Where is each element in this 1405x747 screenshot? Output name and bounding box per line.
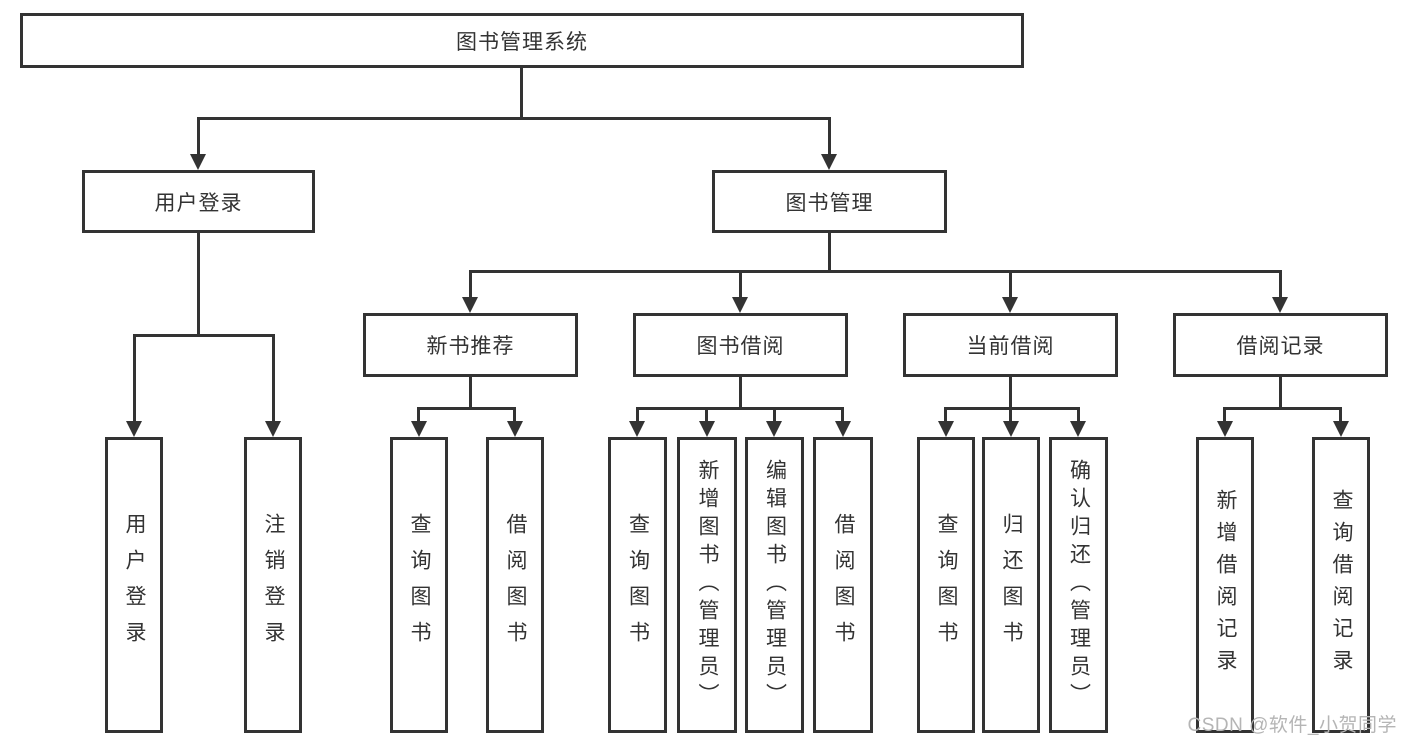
leaf-record-add-borrow-record-label: 新增借阅记录	[1214, 489, 1237, 681]
arrowhead-down-icon	[265, 421, 281, 437]
leaf-current-return-books: 归还图书	[982, 437, 1040, 733]
node-book-borrow: 图书借阅	[633, 313, 848, 377]
arrowhead-down-icon	[462, 297, 478, 313]
node-book-borrow-label: 图书借阅	[696, 335, 785, 358]
connector-user-login-drop-1	[133, 337, 136, 423]
leaf-borrow-edit-books-admin: 编辑图书（管理员）	[745, 437, 804, 733]
leaf-borrow-query-books-label: 查询图书	[626, 513, 650, 657]
leaf-borrow-add-books-admin-label: 新增图书（管理员）	[696, 459, 719, 711]
arrowhead-down-icon	[1272, 297, 1288, 313]
connector-new-book-stem	[469, 377, 472, 410]
connector-current-borrow-drop-2	[1009, 410, 1012, 423]
connector-book-mgmt-drop-3	[1009, 273, 1012, 299]
arrowhead-down-icon	[1070, 421, 1086, 437]
node-borrow-record: 借阅记录	[1173, 313, 1388, 377]
connector-root-drop-left	[197, 120, 200, 156]
connector-borrow-record-stem	[1279, 377, 1282, 410]
leaf-current-confirm-return-admin-label: 确认归还（管理员）	[1067, 459, 1091, 711]
connector-book-mgmt-branch	[469, 270, 1282, 273]
connector-book-mgmt-drop-1	[469, 273, 472, 299]
arrowhead-down-icon	[1003, 421, 1019, 437]
connector-root-drop-right	[828, 120, 831, 156]
arrowhead-down-icon	[190, 154, 206, 170]
leaf-logout-label: 注销登录	[262, 513, 285, 657]
connector-current-borrow-branch	[944, 407, 1080, 410]
connector-book-borrow-stem	[739, 377, 742, 410]
leaf-current-query-books-label: 查询图书	[935, 513, 958, 657]
leaf-record-add-borrow-record: 新增借阅记录	[1196, 437, 1254, 733]
connector-book-borrow-drop-4	[841, 410, 844, 423]
node-user-login-label: 用户登录	[154, 191, 243, 215]
node-root: 图书管理系统	[20, 13, 1024, 68]
leaf-record-query-borrow-record: 查询借阅记录	[1312, 437, 1370, 733]
connector-new-book-drop-2	[513, 410, 516, 423]
node-borrow-record-label: 借阅记录	[1236, 335, 1325, 358]
arrowhead-down-icon	[1002, 297, 1018, 313]
arrowhead-down-icon	[835, 421, 851, 437]
arrowhead-down-icon	[821, 154, 837, 170]
connector-user-login-drop-2	[272, 337, 275, 423]
connector-borrow-record-drop-2	[1339, 410, 1342, 423]
leaf-logout: 注销登录	[244, 437, 302, 733]
connector-new-book-branch	[417, 407, 516, 410]
csdn-watermark: CSDN @软件_小贺同学	[1187, 715, 1397, 736]
connector-root-branch	[197, 117, 831, 120]
leaf-user-login: 用户登录	[105, 437, 163, 733]
leaf-record-query-borrow-record-label: 查询借阅记录	[1330, 489, 1353, 681]
node-user-login: 用户登录	[82, 170, 315, 233]
leaf-current-query-books: 查询图书	[917, 437, 975, 733]
connector-current-borrow-drop-3	[1077, 410, 1080, 423]
leaf-borrow-borrow-books-label: 借阅图书	[832, 513, 855, 657]
connector-new-book-drop-1	[417, 410, 420, 423]
connector-borrow-record-drop-1	[1223, 410, 1226, 423]
node-root-label: 图书管理系统	[456, 30, 588, 54]
leaf-borrow-borrow-books: 借阅图书	[813, 437, 873, 733]
leaf-newbook-query-books-label: 查询图书	[408, 513, 431, 657]
arrowhead-down-icon	[699, 421, 715, 437]
leaf-current-return-books-label: 归还图书	[1000, 513, 1023, 657]
connector-current-borrow-stem	[1009, 377, 1012, 410]
arrowhead-down-icon	[411, 421, 427, 437]
arrowhead-down-icon	[1217, 421, 1233, 437]
connector-book-borrow-drop-1	[636, 410, 639, 423]
arrowhead-down-icon	[732, 297, 748, 313]
node-new-book-recommend: 新书推荐	[363, 313, 578, 377]
leaf-current-confirm-return-admin: 确认归还（管理员）	[1049, 437, 1108, 733]
arrowhead-down-icon	[507, 421, 523, 437]
connector-user-login-stem	[197, 233, 200, 337]
connector-book-mgmt-stem	[828, 233, 831, 273]
connector-book-borrow-drop-2	[705, 410, 708, 423]
connector-root-stem	[520, 68, 523, 120]
leaf-user-login-label: 用户登录	[123, 513, 146, 657]
leaf-borrow-add-books-admin: 新增图书（管理员）	[677, 437, 737, 733]
arrowhead-down-icon	[1333, 421, 1349, 437]
arrowhead-down-icon	[766, 421, 782, 437]
arrowhead-down-icon	[629, 421, 645, 437]
node-book-management-label: 图书管理	[785, 191, 874, 215]
arrowhead-down-icon	[938, 421, 954, 437]
leaf-newbook-borrow-books-label: 借阅图书	[504, 513, 527, 657]
connector-current-borrow-drop-1	[944, 410, 947, 423]
arrowhead-down-icon	[126, 421, 142, 437]
leaf-borrow-query-books: 查询图书	[608, 437, 667, 733]
connector-book-mgmt-drop-2	[739, 273, 742, 299]
leaf-newbook-query-books: 查询图书	[390, 437, 448, 733]
connector-book-borrow-branch	[636, 407, 844, 410]
connector-book-borrow-drop-3	[773, 410, 776, 423]
node-current-borrow: 当前借阅	[903, 313, 1118, 377]
node-new-book-recommend-label: 新书推荐	[426, 335, 515, 358]
connector-user-login-branch	[133, 334, 275, 337]
node-book-management: 图书管理	[712, 170, 947, 233]
node-current-borrow-label: 当前借阅	[966, 335, 1055, 358]
leaf-borrow-edit-books-admin-label: 编辑图书（管理员）	[763, 459, 787, 711]
leaf-newbook-borrow-books: 借阅图书	[486, 437, 544, 733]
connector-book-mgmt-drop-4	[1279, 273, 1282, 299]
connector-borrow-record-branch	[1223, 407, 1342, 410]
